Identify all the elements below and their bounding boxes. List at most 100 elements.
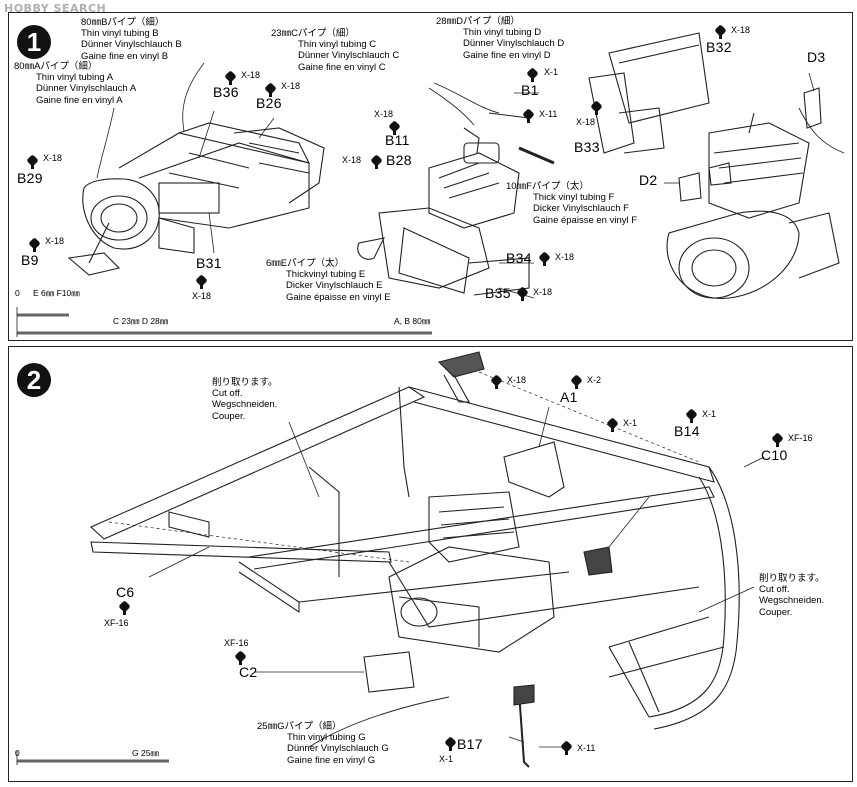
tube-d-label: 28㎜Dパイプ（細） Thin vinyl tubing D Dünner Vi… [436, 16, 564, 61]
tube-b-en: Thin vinyl tubing B [81, 28, 159, 40]
screw-icon [571, 375, 582, 389]
tube-b-de: Dünner Vinylschlauch B [81, 39, 182, 51]
screw-x1: X-1 [439, 754, 454, 764]
screw-icon [371, 155, 382, 169]
screw-icon [591, 101, 602, 115]
screw-x18: X-18 [731, 25, 751, 35]
screw-icon [686, 409, 697, 423]
part-b34: B34 [506, 250, 532, 266]
tube-b-fr: Gaine fine en vinyl B [81, 50, 169, 62]
screw-icon [27, 155, 38, 169]
tube-d-fr: Gaine fine en vinyl D [463, 49, 551, 61]
screw-icon [445, 737, 456, 751]
screw-x18: X-18 [507, 375, 527, 385]
screw-x1: X-1 [544, 67, 559, 77]
cut-off-de: Wegschneiden. [759, 595, 825, 607]
tube-c-fr: Gaine fine en vinyl C [298, 61, 386, 73]
screw-xf16: XF-16 [224, 638, 249, 648]
part-b14: B14 [674, 423, 700, 439]
tube-c-en: Thin vinyl tubing C [298, 39, 377, 51]
tube-f-label: 10㎜Fパイプ（太） Thick vinyl tubing F Dicker V… [506, 181, 637, 226]
screw-x1: X-1 [702, 409, 717, 419]
tube-a-en: Thin vinyl tubing A [36, 72, 114, 84]
part-b11: B11 [385, 132, 410, 148]
tube-a-fr: Gaine fine en vinyl A [36, 94, 123, 106]
screw-icon [561, 741, 572, 755]
part-b36: B36 [213, 84, 239, 100]
scale-c-d: C 23㎜ D 28㎜ [113, 316, 169, 326]
part-d2: D2 [639, 172, 658, 188]
screw-x1: X-1 [623, 418, 638, 428]
part-b32: B32 [706, 39, 732, 55]
cut-off-jp: 削り取ります。 [759, 573, 825, 584]
part-c10: C10 [761, 447, 788, 463]
scale-e-f: E 6㎜ F10㎜ [33, 288, 80, 298]
screw-icon [539, 252, 550, 266]
tube-g-label: 25㎜Gパイプ（細） Thin vinyl tubing G Dünner Vi… [257, 721, 389, 766]
screw-icon [527, 68, 538, 82]
tube-g-fr: Gaine fine en vinyl G [287, 754, 376, 766]
screw-icon [607, 418, 618, 432]
screw-xf16: XF-16 [104, 618, 129, 628]
tube-e-en: Thickvinyl tubing E [286, 269, 366, 281]
part-b31: B31 [196, 255, 222, 271]
tube-f-de: Dicker Vinylschlauch F [533, 203, 629, 215]
screw-icon [196, 275, 207, 289]
cut-off-note-right: 削り取ります。 Cut off. Wegschneiden. Couper. [759, 573, 825, 618]
scale-zero: 0 [15, 748, 20, 758]
screw-x18: X-18 [45, 236, 65, 246]
tube-d-en: Thin vinyl tubing D [463, 27, 542, 39]
screw-x2: X-2 [587, 375, 602, 385]
cut-off-de: Wegschneiden. [212, 399, 278, 411]
screw-icon [265, 83, 276, 97]
cut-off-en: Cut off. [212, 388, 243, 400]
tube-c-title: 23㎜Cパイプ（細） [271, 28, 355, 39]
part-b28: B28 [386, 152, 412, 168]
tube-e-label: 6㎜Eパイプ（太） Thickvinyl tubing E Dicker Vin… [266, 258, 391, 303]
watermark: HOBBY SEARCH [4, 2, 107, 15]
part-b33: B33 [574, 139, 600, 155]
tube-e-title: 6㎜Eパイプ（太） [266, 258, 345, 269]
screw-icon [715, 25, 726, 39]
screw-icon [389, 121, 400, 135]
screw-x18: X-18 [192, 291, 212, 301]
part-c6: C6 [116, 584, 135, 600]
screw-x18: X-18 [576, 117, 596, 127]
screw-x11: X-11 [577, 743, 596, 753]
cut-off-fr: Couper. [759, 606, 793, 618]
part-c2: C2 [239, 664, 258, 680]
tube-c-label: 23㎜Cパイプ（細） Thin vinyl tubing C Dünner Vi… [271, 28, 399, 73]
tube-d-de: Dünner Vinylschlauch D [463, 38, 565, 50]
part-b35: B35 [485, 285, 511, 301]
screw-icon [772, 433, 783, 447]
tube-a-title: 80㎜Aパイプ（細） [14, 61, 98, 72]
step-1-illustration [16, 32, 845, 337]
part-a1: A1 [560, 389, 578, 405]
screw-icon [491, 375, 502, 389]
tube-d-title: 28㎜Dパイプ（細） [436, 16, 520, 27]
part-b9: B9 [21, 252, 39, 268]
screw-x11: X-11 [539, 109, 558, 119]
cut-off-fr: Couper. [212, 410, 246, 422]
part-b1: B1 [521, 82, 539, 98]
screw-icon [523, 109, 534, 123]
step-number: 1 [17, 25, 51, 59]
step-1-panel: 1 [8, 12, 853, 341]
screw-x18: X-18 [555, 252, 575, 262]
screw-x18: X-18 [533, 287, 553, 297]
screw-x18: X-18 [43, 153, 63, 163]
tube-e-de: Dicker Vinylschlauch E [286, 280, 383, 292]
screw-icon [517, 287, 528, 301]
scale-a-b: A, B 80㎜ [394, 316, 431, 326]
cut-off-note-left: 削り取ります。 Cut off. Wegschneiden. Couper. [212, 377, 278, 422]
tube-e-fr: Gaine épaisse en vinyl E [286, 291, 391, 303]
tube-c-de: Dünner Vinylschlauch C [298, 50, 400, 62]
cut-off-jp: 削り取ります。 [212, 377, 278, 388]
tube-f-fr: Gaine épaisse en vinyl F [533, 214, 638, 226]
screw-x18: X-18 [374, 109, 394, 119]
screw-xf16: XF-16 [788, 433, 813, 443]
scale-g: G 25㎜ [132, 748, 159, 758]
screw-icon [225, 71, 236, 85]
tube-a-label: 80㎜Aパイプ（細） Thin vinyl tubing A Dünner Vi… [14, 61, 136, 106]
tube-g-title: 25㎜Gパイプ（細） [257, 721, 342, 732]
